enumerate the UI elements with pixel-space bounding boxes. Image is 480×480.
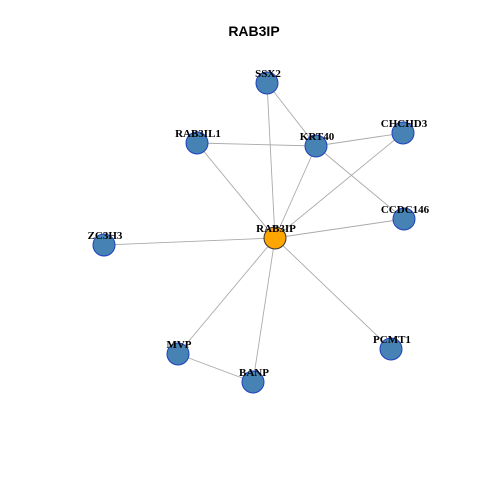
edge-rab3ip-ccdc146 [274, 218, 405, 239]
node-rab3ip: RAB3IP [256, 223, 296, 250]
edge-rab3ip-banp [252, 237, 276, 383]
node-rab3il1: RAB3IL1 [175, 128, 221, 155]
edge-rab3il1-krt40 [196, 142, 317, 147]
edge-rab3ip-mvp [177, 237, 276, 355]
edge-rab3ip-chchd3 [274, 132, 404, 239]
node-label-chchd3: CHCHD3 [381, 118, 428, 130]
node-banp: BANP [239, 367, 269, 394]
graph-title: RAB3IP [228, 23, 279, 39]
node-zc3h3: ZC3H3 [88, 230, 123, 257]
edge-mvp-banp [177, 353, 254, 383]
node-label-ccdc146: CCDC146 [381, 204, 430, 216]
node-ccdc146: CCDC146 [381, 204, 430, 231]
node-chchd3: CHCHD3 [381, 118, 428, 145]
node-label-rab3il1: RAB3IL1 [175, 128, 221, 140]
edge-rab3ip-ssx2 [266, 82, 276, 239]
node-label-mvp: MVP [166, 339, 191, 351]
node-mvp: MVP [166, 339, 192, 366]
node-circle-banp [241, 370, 265, 394]
edge-layer [103, 82, 405, 383]
node-circle-ccdc146 [392, 207, 416, 231]
node-circle-rab3ip [263, 226, 287, 250]
node-label-zc3h3: ZC3H3 [88, 230, 123, 242]
edge-ssx2-krt40 [266, 82, 317, 147]
node-label-banp: BANP [239, 367, 269, 379]
edge-rab3ip-krt40 [274, 145, 317, 239]
node-label-pcmt1: PCMT1 [373, 334, 411, 346]
node-circle-zc3h3 [92, 233, 116, 257]
node-pcmt1: PCMT1 [373, 334, 411, 361]
node-label-rab3ip: RAB3IP [256, 223, 296, 235]
node-circle-mvp [166, 342, 190, 366]
node-circle-ssx2 [255, 71, 279, 95]
edge-krt40-ccdc146 [315, 145, 405, 220]
node-circle-krt40 [304, 134, 328, 158]
node-ssx2: SSX2 [255, 68, 281, 95]
node-label-ssx2: SSX2 [255, 68, 281, 80]
node-krt40: KRT40 [300, 131, 335, 158]
node-circle-chchd3 [391, 121, 415, 145]
edge-krt40-chchd3 [315, 132, 404, 147]
node-circle-pcmt1 [379, 337, 403, 361]
node-circle-rab3il1 [185, 131, 209, 155]
edge-rab3ip-pcmt1 [274, 237, 392, 350]
node-label-krt40: KRT40 [300, 131, 335, 143]
edge-rab3ip-zc3h3 [103, 237, 276, 246]
edge-rab3ip-rab3il1 [196, 142, 276, 239]
